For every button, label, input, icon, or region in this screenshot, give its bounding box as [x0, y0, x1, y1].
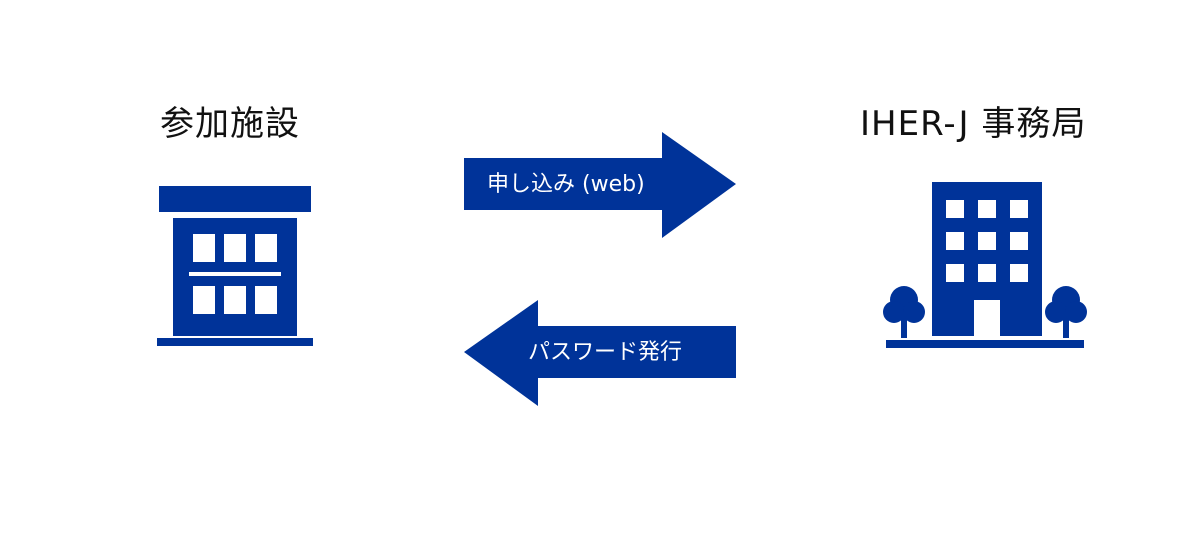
facility-building-icon [157, 186, 313, 346]
office-building-icon [883, 182, 1087, 348]
apply-label: 申し込み (web) [487, 172, 645, 197]
office-label: IHER-J 事務局 [860, 104, 1087, 144]
password-arrow [464, 300, 736, 406]
apply-arrow [464, 132, 736, 238]
participant-label: 参加施設 [160, 104, 300, 144]
password-label: パスワード発行 [528, 340, 683, 365]
